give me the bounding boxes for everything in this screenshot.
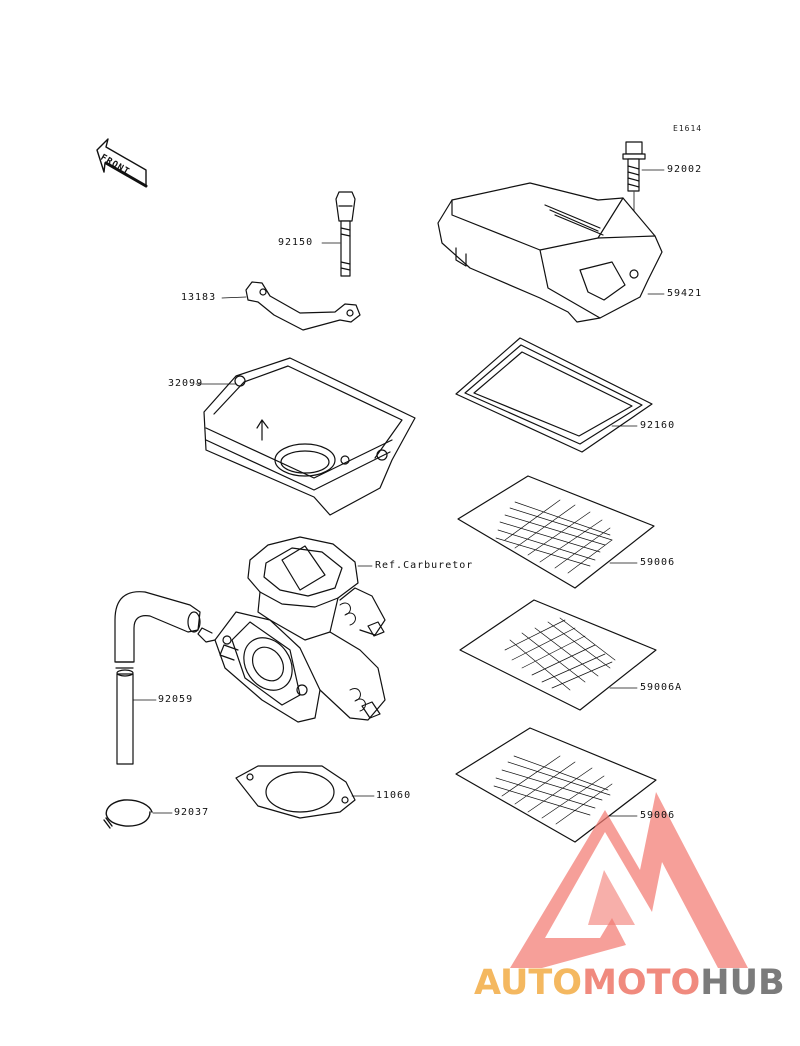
watermark-auto: AUTO (474, 963, 583, 1003)
part-label-92059: 92059 (158, 694, 194, 705)
diagram-code: E1614 (673, 124, 703, 133)
part-label-32099: 32099 (168, 378, 204, 389)
watermark-hub: HUB (700, 963, 785, 1003)
bolt-92150-icon (321, 191, 356, 277)
part-label-59421: 59421 (667, 288, 703, 299)
watermark-text: AUTOMOTOHUB (474, 963, 785, 1003)
filter-element-59006-bottom-icon (455, 727, 657, 843)
air-cleaner-housing-32099-icon (195, 357, 416, 516)
gasket-92160-icon (455, 337, 653, 453)
part-label-92037: 92037 (174, 807, 210, 818)
part-label-ref-carburetor: Ref.Carburetor (375, 560, 474, 571)
hose-92059-icon (114, 591, 201, 765)
part-label-59006-bottom: 59006 (640, 810, 676, 821)
bracket-13183-icon (221, 281, 361, 331)
part-label-92002: 92002 (667, 164, 703, 175)
part-label-59006A: 59006A (640, 682, 683, 693)
front-arrow-icon (96, 138, 148, 188)
filter-element-59006A-icon (459, 599, 657, 711)
part-label-13183: 13183 (181, 292, 217, 303)
gasket-11060-icon (235, 765, 375, 819)
air-cleaner-cover-59421-icon (437, 182, 665, 323)
part-label-59006-top: 59006 (640, 557, 676, 568)
carburetor-icon (197, 536, 386, 723)
part-label-11060: 11060 (376, 790, 412, 801)
filter-element-59006-top-icon (457, 475, 655, 589)
clamp-92037-icon (103, 799, 173, 829)
watermark-triangle-logo (510, 792, 748, 968)
part-label-92150: 92150 (278, 237, 314, 248)
watermark-moto: MOTO (582, 963, 701, 1003)
part-label-92160: 92160 (640, 420, 676, 431)
